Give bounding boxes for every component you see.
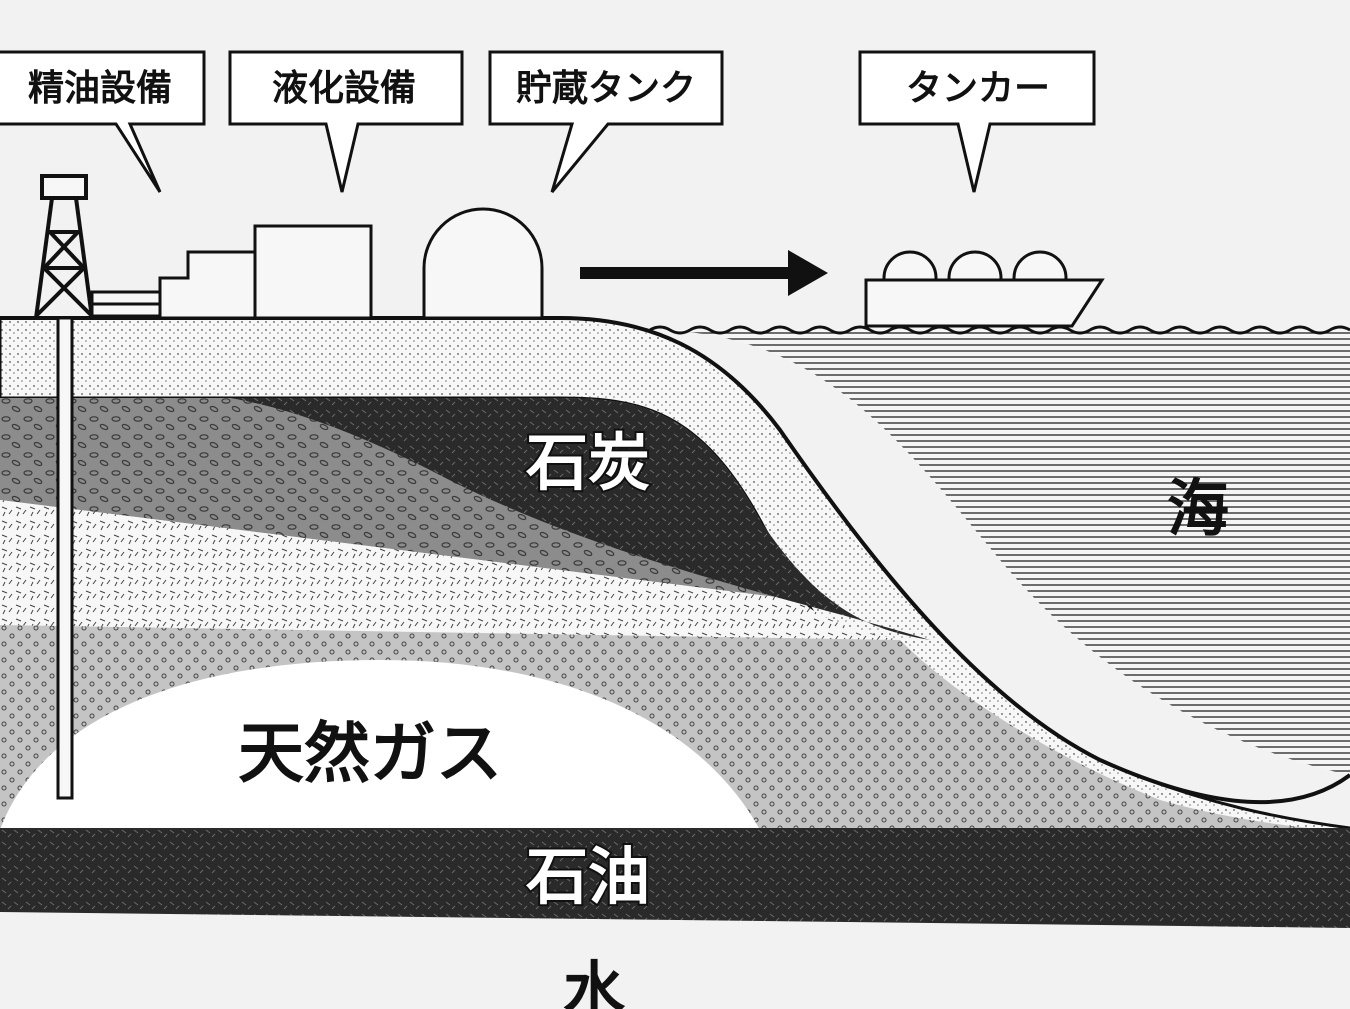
- oil-derrick-icon: [34, 174, 94, 319]
- arrow-right-icon: [580, 250, 828, 296]
- callout-refinery-label: 精油設備: [28, 68, 172, 109]
- label-water: 水: [563, 954, 626, 1009]
- sea-area: [650, 330, 1350, 775]
- callout-storage-tank: 貯蔵タンク: [488, 50, 724, 193]
- well-pipe: [56, 316, 74, 800]
- callout-tanker-label: タンカー: [906, 68, 1050, 109]
- liquefaction-building: [253, 224, 373, 320]
- label-oil: 石油: [526, 840, 650, 913]
- callout-liquefaction: 液化設備: [228, 50, 464, 193]
- callout-refinery: 精油設備: [0, 50, 206, 193]
- sea-surface-waves: [649, 325, 1350, 335]
- pipeline: [90, 290, 162, 318]
- oil-layer: [0, 828, 1350, 928]
- dashed-rock-layer: [0, 500, 900, 640]
- label-coal: 石炭: [526, 426, 650, 499]
- callout-storage-tank-label: 貯蔵タンク: [516, 68, 696, 109]
- natural-gas-dome: [0, 660, 760, 830]
- coal-layer: [230, 398, 930, 640]
- label-natural-gas: 天然ガス: [238, 715, 502, 792]
- label-sea: 海: [1167, 472, 1229, 545]
- callout-liquefaction-label: 液化設備: [272, 68, 416, 109]
- lng-tanker-icon: [864, 250, 1105, 328]
- storage-tank-building: [422, 207, 544, 320]
- callout-tanker: タンカー: [858, 50, 1096, 193]
